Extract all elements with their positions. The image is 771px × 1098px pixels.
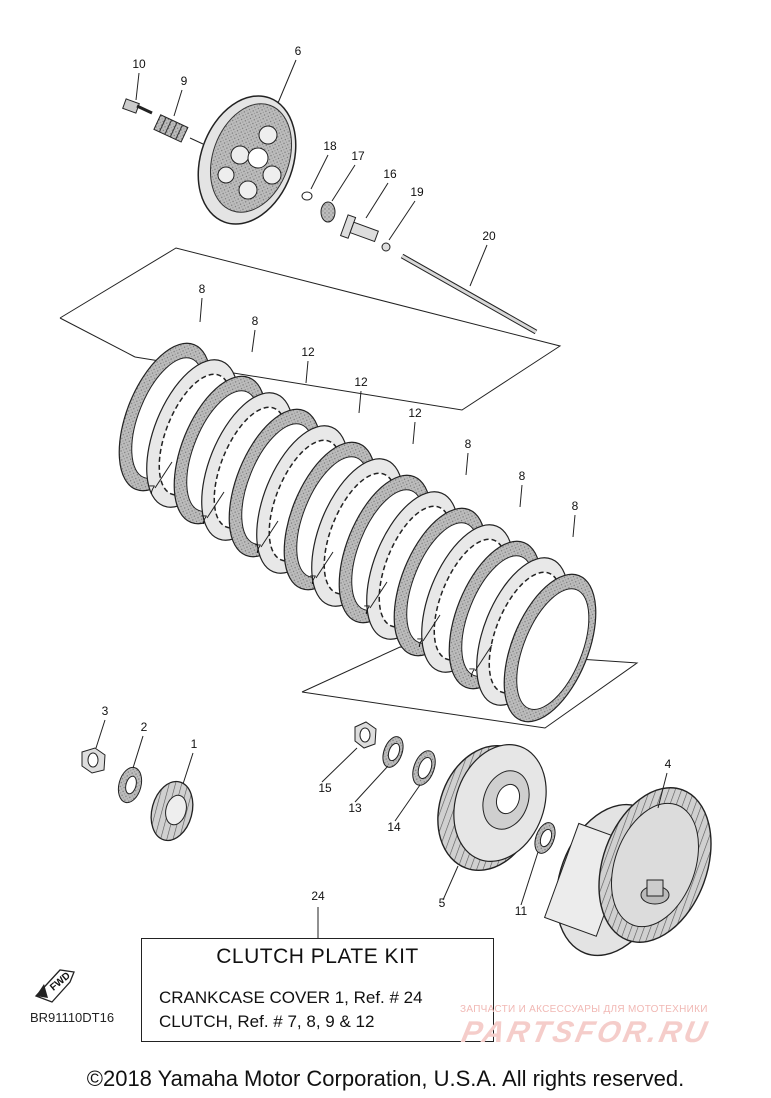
part-number-11: 11 <box>515 904 528 918</box>
pressure-plate <box>197 59 297 225</box>
part-number-7: 7 <box>417 636 424 650</box>
fwd-arrow-icon: FWD <box>34 969 75 1003</box>
callout-leader <box>315 551 334 579</box>
callout-leader <box>369 581 388 609</box>
callout-leader <box>572 514 576 538</box>
callout-leader <box>206 491 225 519</box>
callout-leader <box>199 297 203 323</box>
watermark-logo: PARTSFOR.RU <box>458 1016 713 1049</box>
watermark-tagline: ЗАПЧАСТИ И АКСЕССУАРЫ ДЛЯ МОТОТЕХНИКИ <box>460 1004 708 1015</box>
part-number-7: 7 <box>149 483 156 497</box>
part-number-10: 10 <box>132 57 146 71</box>
part-number-20: 20 <box>482 229 496 243</box>
clutch-housing <box>543 772 712 957</box>
part-number-8: 8 <box>465 437 472 451</box>
diagram-code: BR91110DT16 <box>30 1010 115 1025</box>
callout-leader <box>358 390 362 414</box>
part-number-8: 8 <box>199 282 206 296</box>
copyright-notice: ©2018 Yamaha Motor Corporation, U.S.A. A… <box>86 1066 685 1091</box>
part-number-15: 15 <box>318 781 332 795</box>
bolt-and-spring <box>122 72 204 145</box>
part-number-9: 9 <box>181 74 188 88</box>
callout-leader <box>474 644 493 672</box>
part-callouts: 1096181716192088121212888777777732141513… <box>102 44 672 918</box>
part-number-7: 7 <box>469 666 476 680</box>
clutch-boss <box>437 744 547 901</box>
part-number-13: 13 <box>348 801 362 815</box>
part-number-17: 17 <box>351 149 365 163</box>
clutch-plate-stack <box>118 297 597 723</box>
part-number-19: 19 <box>410 185 424 199</box>
plate-bore <box>516 588 590 710</box>
callout-leader <box>251 329 256 353</box>
primary-gear <box>81 719 194 842</box>
callout-leader <box>465 452 469 476</box>
part-number-7: 7 <box>201 513 208 527</box>
part-number-8: 8 <box>519 469 526 483</box>
part-number-18: 18 <box>323 139 337 153</box>
part-number-12: 12 <box>408 406 422 420</box>
callout-leader <box>519 484 523 508</box>
callout-leader <box>154 461 173 489</box>
part-number-24: 24 <box>311 889 325 903</box>
push-rod <box>400 244 538 335</box>
part-number-12: 12 <box>354 375 368 389</box>
part-number-8: 8 <box>572 499 579 513</box>
part-number-5: 5 <box>439 896 446 910</box>
part-number-7: 7 <box>364 603 371 617</box>
callout-leader <box>412 421 416 445</box>
part-number-14: 14 <box>387 820 401 834</box>
part-number-16: 16 <box>383 167 397 181</box>
clutch-plate-kit-box: CLUTCH PLATE KIT CRANKCASE COVER 1, Ref.… <box>141 938 494 1042</box>
callout-leader <box>422 614 441 642</box>
part-number-3: 3 <box>102 704 109 718</box>
push-rod-parts <box>301 154 416 252</box>
plate-stack-outline <box>59 247 639 729</box>
callout-leader <box>260 520 279 548</box>
part-number-7: 7 <box>310 573 317 587</box>
part-number-4: 4 <box>665 757 672 771</box>
part-number-8: 8 <box>252 314 259 328</box>
kit-line-clutch: CLUTCH, Ref. # 7, 8, 9 & 12 <box>159 1012 375 1031</box>
thrust-washer <box>520 822 556 906</box>
part-number-7: 7 <box>255 542 262 556</box>
callout-leader <box>305 360 309 384</box>
kit-line-crankcase: CRANKCASE COVER 1, Ref. # 24 <box>159 988 423 1007</box>
part-number-6: 6 <box>295 44 302 58</box>
hub-nut-washers <box>321 721 436 822</box>
part-number-2: 2 <box>141 720 148 734</box>
kit-title: CLUTCH PLATE KIT <box>216 945 419 968</box>
part-number-1: 1 <box>191 737 198 751</box>
part-number-12: 12 <box>301 345 315 359</box>
